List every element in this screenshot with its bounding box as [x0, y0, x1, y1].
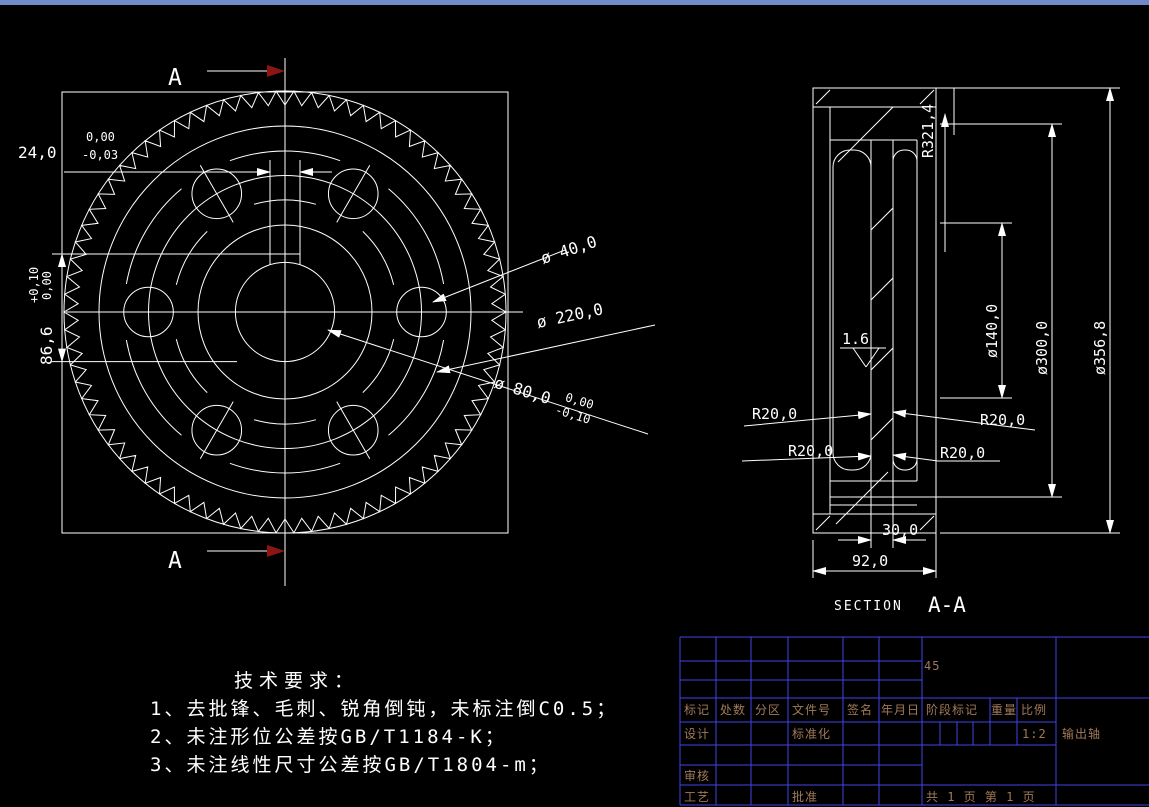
header-mark: 标记: [684, 703, 710, 717]
dim-outer-diameter: ø356,8: [1091, 321, 1109, 375]
scale-value: 1:2: [1022, 727, 1047, 741]
title-block: [679, 636, 1149, 806]
section-caption: A-A: [928, 593, 966, 617]
header-stage-mark: 阶段标记: [926, 702, 978, 717]
row-review: 审核: [684, 768, 710, 783]
header-doc-no: 文件号: [792, 702, 831, 717]
section-hatch-lines: [815, 89, 935, 531]
material-value: 45: [924, 659, 940, 673]
dim-overall-width: 92,0: [852, 552, 888, 570]
dim-fillet-top-right: R20,0: [980, 411, 1025, 429]
dim-keyway-height-tol-lower: 0,00: [40, 271, 54, 300]
dim-hole-diameter: ø 40,0: [538, 232, 599, 268]
recess-slot-right: [892, 149, 918, 471]
dim-bore-group: ø 80,0 0,00 -0,10: [492, 373, 595, 427]
dim-keyway-width-tol-lower: -0,03: [82, 148, 118, 162]
section-arrow-bottom-icon: [267, 545, 285, 557]
row-design: 设计: [684, 727, 710, 741]
recess-slot-left: [832, 149, 872, 471]
tech-requirement-3: 3、未注线性尺寸公差按GB/T1804-m；: [150, 754, 551, 776]
dim-fillet-top-left: R20,0: [752, 405, 797, 423]
section-label-bottom: A: [168, 548, 182, 574]
dim-rim-diameter: ø300,0: [1033, 321, 1051, 375]
dim-keyway-height: 86,6: [37, 326, 56, 365]
section-view-dim-texts: R321,4 ø140,0 ø300,0 ø356,8 R20,0 R20,0 …: [752, 104, 1109, 617]
header-zone: 分区: [755, 703, 781, 717]
section-arrow-top-icon: [267, 65, 285, 77]
section-view: [812, 87, 937, 548]
surface-roughness-value: 1.6: [842, 330, 869, 348]
bolt-holes: [115, 150, 455, 474]
page-count: 共 1 页 第 1 页: [926, 790, 1036, 804]
header-date: 年月日: [881, 703, 920, 717]
section-outline: [812, 87, 937, 534]
tech-requirement-2: 2、未注形位公差按GB/T1184-K；: [150, 726, 507, 748]
dim-keyway-height-tol-upper: +0,10: [27, 267, 41, 303]
tech-requirement-1: 1、去批锋、毛刺、锐角倒钝，未标注倒C0.5；: [150, 698, 619, 720]
section-label-top: A: [168, 65, 182, 91]
header-count: 处数: [720, 702, 746, 717]
surface-finish-icon: [840, 347, 886, 368]
dim-keyway-width-tol-upper: 0,00: [86, 130, 115, 144]
dim-bolt-circle-diameter: ø 220,0: [535, 299, 605, 332]
header-scale: 比例: [1021, 703, 1047, 717]
section-view-dimensions: [741, 87, 1120, 578]
section-caption-prefix: SECTION: [834, 599, 903, 614]
window-top-strip: [0, 0, 1149, 5]
bore-circle: [234, 261, 336, 363]
front-view-dim-texts: 24,0 0,00 -0,03 86,6 +0,10 0,00 ø 40,0 ø…: [18, 130, 605, 427]
dim-fillet-mid-left: R20,0: [788, 442, 833, 460]
dim-keyway-width: 24,0: [18, 143, 57, 162]
rim-inner-circle: [98, 125, 472, 499]
header-weight: 重量: [991, 703, 1017, 717]
section-cut-marks: A A: [168, 65, 285, 574]
part-name: 输出轴: [1062, 726, 1101, 741]
dim-bore-diameter: ø 80,0: [492, 373, 553, 408]
dim-web-thickness: 30,0: [882, 521, 918, 539]
row-approve: 批准: [792, 789, 818, 804]
dim-hub-diameter: ø140,0: [983, 304, 1001, 358]
row-standardization: 标准化: [792, 727, 831, 741]
dim-top-radius: R321,4: [919, 104, 937, 158]
title-block-texts: 45 标记 处数 分区 文件号 签名 年月日 阶段标记 重量 比例 设计 标准化…: [684, 659, 1101, 804]
front-view: [61, 58, 523, 586]
tech-requirements-heading: 技术要求：: [234, 670, 360, 692]
hub-circle: [197, 224, 373, 400]
header-signature: 签名: [847, 702, 873, 717]
row-process: 工艺: [684, 790, 710, 804]
dim-fillet-mid-right: R20,0: [940, 444, 985, 462]
front-view-dimensions: [52, 168, 656, 435]
